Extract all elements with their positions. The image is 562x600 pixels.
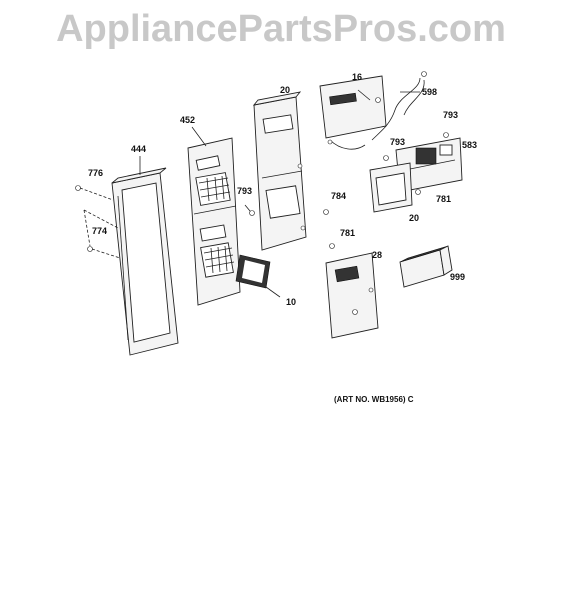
watermark-text: AppliancePartsPros.com: [56, 8, 506, 50]
part-452-control-panel[interactable]: [187, 137, 241, 306]
part-781-screw[interactable]: [329, 243, 335, 249]
part-583-board[interactable]: [395, 132, 463, 193]
callout-16: 16: [352, 72, 362, 82]
callout-583: 583: [462, 140, 477, 150]
callout-774: 774: [92, 226, 107, 236]
callout-10: 10: [286, 297, 296, 307]
bracket-assembly[interactable]: [369, 155, 421, 213]
callout-28: 28: [372, 250, 382, 260]
part-776-screw[interactable]: [75, 185, 114, 201]
part-444-frame[interactable]: [111, 167, 179, 356]
callout-793-top: 793: [443, 110, 458, 120]
callout-20-right: 20: [409, 213, 419, 223]
callout-452: 452: [180, 115, 195, 125]
part-20-main-panel[interactable]: [252, 91, 307, 251]
callout-444: 444: [131, 144, 146, 154]
callout-598: 598: [422, 87, 437, 97]
part-999-box[interactable]: [399, 245, 453, 288]
part-10-window-gasket[interactable]: [235, 254, 271, 289]
callout-781-right: 781: [436, 194, 451, 204]
upper-keypad: [195, 172, 231, 206]
part-28-board[interactable]: [325, 252, 379, 339]
art-number: (ART NO. WB1956) C: [334, 395, 414, 404]
part-774-screw[interactable]: [83, 209, 121, 259]
part-598-harness[interactable]: [327, 71, 427, 150]
part-16-top-board[interactable]: [319, 75, 387, 139]
callout-776: 776: [88, 168, 103, 178]
callout-20-top: 20: [280, 85, 290, 95]
callout-999: 999: [450, 272, 465, 282]
callout-781-mid: 781: [340, 228, 355, 238]
callout-784: 784: [331, 191, 346, 201]
part-784-screw[interactable]: [323, 209, 329, 215]
lower-keypad: [200, 242, 235, 278]
part-793-screw-left[interactable]: [244, 204, 255, 216]
callout-793-mid: 793: [390, 137, 405, 147]
callout-793-left: 793: [237, 186, 252, 196]
